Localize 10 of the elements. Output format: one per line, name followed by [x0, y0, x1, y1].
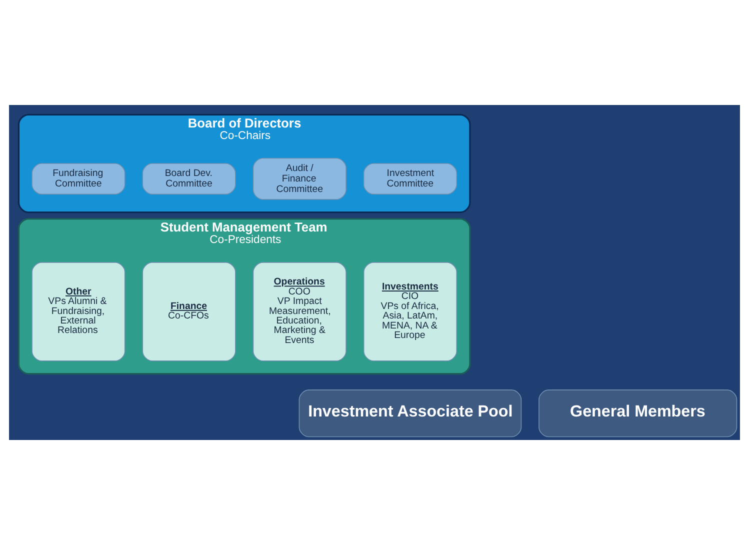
node-box: Operations COO VP Impact Measurement, Education, Marketing & Events	[252, 262, 346, 361]
node-box: Investment Associate Pool	[298, 389, 522, 437]
node-box: General Members	[538, 389, 738, 437]
node-box: Investments CIO VPs of Africa, Asia, LatAm, MENA, NA & Europe	[363, 262, 458, 361]
node-box: Fundraising Committee	[32, 162, 126, 194]
node-box: Board Dev. Committee	[142, 162, 236, 194]
node-box: Other VPs Alumni & Fundraising, External Relations	[32, 262, 126, 361]
node-box: Investment Committee	[363, 162, 458, 194]
node-box: Audit / Finance Committee	[252, 157, 346, 200]
node-box: Finance Co-CFOs	[142, 262, 236, 361]
